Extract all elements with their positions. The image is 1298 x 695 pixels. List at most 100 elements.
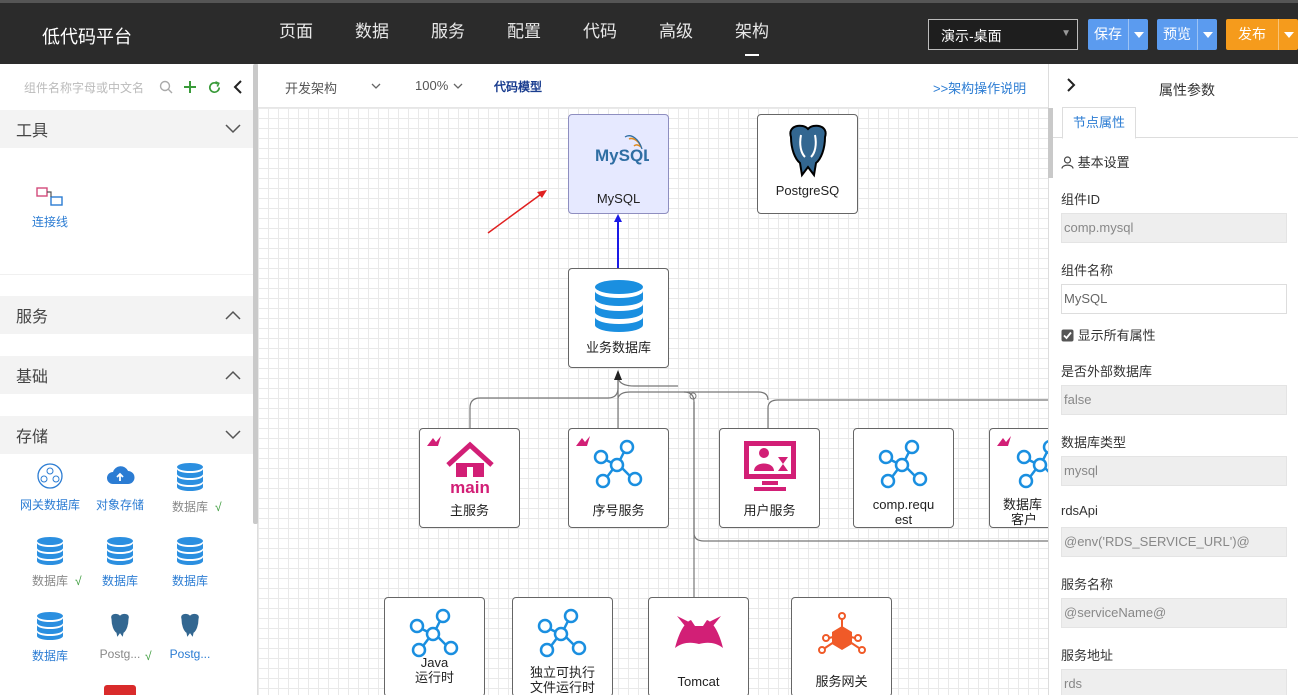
- preview-dropdown-button[interactable]: [1197, 19, 1217, 50]
- checkbox-checked-icon[interactable]: [1061, 329, 1074, 342]
- database-icon: [177, 463, 203, 491]
- publish-button[interactable]: 发布: [1238, 26, 1266, 42]
- tool-item-connector[interactable]: 连接线: [30, 186, 70, 230]
- section-services[interactable]: 服务: [0, 296, 257, 334]
- node-mysql[interactable]: MySQL MySQL: [568, 114, 669, 214]
- check-icon: √: [75, 574, 82, 588]
- show-all-label: 显示所有属性: [1077, 328, 1156, 343]
- palette-search-row: 组件名称字母或中文名: [0, 64, 257, 110]
- node-exe-runtime[interactable]: 独立可执行 文件运行时: [512, 597, 613, 695]
- field-label: 服务名称: [1061, 577, 1114, 592]
- storage-item-database[interactable]: 数据库: [15, 611, 85, 664]
- node-label-line1: Java: [420, 655, 449, 670]
- save-button[interactable]: 保存: [1094, 26, 1122, 42]
- service-name-field[interactable]: @serviceName@: [1061, 598, 1287, 628]
- storage-item-database[interactable]: 数据库: [15, 536, 85, 589]
- node-label-line2: est: [894, 512, 913, 527]
- node-db-client[interactable]: 数据库 客户: [989, 428, 1048, 528]
- section-tools[interactable]: 工具: [0, 110, 257, 148]
- nav-advanced[interactable]: 高级: [659, 22, 693, 41]
- connector-icon: [36, 187, 63, 206]
- node-label-line1: comp.requ: [872, 497, 935, 512]
- storage-item-object-storage[interactable]: 对象存储: [85, 462, 155, 513]
- nav-code[interactable]: 代码: [583, 22, 617, 41]
- gateway-hub-icon: [792, 610, 891, 660]
- cloud-upload-icon: [107, 466, 135, 484]
- node-seq-service[interactable]: 序号服务: [568, 428, 669, 528]
- properties-tabs: 节点属性: [1049, 106, 1298, 139]
- arch-help-link[interactable]: >>架构操作说明: [933, 81, 1027, 96]
- architecture-canvas[interactable]: MySQL MySQL PostgreSQ 业务数据库 main 主服务: [258, 108, 1048, 695]
- caret-down-icon: [1202, 31, 1213, 38]
- node-label-line2: 客户: [1011, 512, 1038, 527]
- storage-item-label: Postg...: [99, 647, 141, 661]
- node-postgres[interactable]: PostgreSQ: [757, 114, 858, 214]
- storage-item-gateway-db[interactable]: 网关数据库: [15, 462, 85, 513]
- node-business-db[interactable]: 业务数据库: [568, 268, 669, 368]
- field-label: 数据库类型: [1061, 435, 1127, 450]
- collapse-right-icon[interactable]: [1067, 78, 1076, 92]
- publish-dropdown-button[interactable]: [1278, 19, 1298, 50]
- save-button-group: 保存: [1088, 19, 1148, 50]
- preview-button[interactable]: 预览: [1163, 26, 1191, 42]
- caret-down-icon: [1283, 31, 1294, 38]
- field-label: rdsApi: [1061, 503, 1098, 518]
- zoom-select[interactable]: 100%: [415, 78, 448, 93]
- nav-service[interactable]: 服务: [431, 22, 465, 41]
- node-service-gateway[interactable]: 服务网关: [791, 597, 892, 695]
- node-comp-request[interactable]: comp.requ est: [853, 428, 954, 528]
- node-user-service[interactable]: 用户服务: [719, 428, 820, 528]
- add-icon[interactable]: [178, 75, 202, 99]
- refresh-icon[interactable]: [202, 75, 226, 99]
- properties-scrollbar[interactable]: [1048, 108, 1053, 178]
- component-name-field[interactable]: MySQL: [1061, 284, 1287, 314]
- db-type-field[interactable]: mysql: [1061, 456, 1287, 486]
- chevron-down-icon: [453, 83, 463, 89]
- component-palette: 组件名称字母或中文名 工具 连接线 服务 基础 存储: [0, 64, 258, 695]
- chevron-up-icon: [225, 310, 241, 320]
- section-basic[interactable]: 基础: [0, 356, 257, 394]
- tab-node-properties[interactable]: 节点属性: [1062, 107, 1137, 139]
- postgres-icon: [180, 612, 200, 640]
- storage-item-label: 网关数据库: [19, 498, 80, 512]
- search-input[interactable]: 组件名称字母或中文名: [24, 80, 145, 95]
- storage-item-label: 数据库: [31, 649, 68, 663]
- storage-item-label: Postg...: [169, 647, 211, 661]
- node-java-runtime[interactable]: Java 运行时: [384, 597, 485, 695]
- section-storage[interactable]: 存储: [0, 416, 257, 454]
- network-nodes-icon: [513, 608, 612, 660]
- storage-item-database[interactable]: 数据库: [155, 536, 225, 589]
- environment-select[interactable]: 演示-桌面 ▼: [928, 19, 1078, 50]
- component-id-field[interactable]: comp.mysql: [1061, 213, 1287, 243]
- save-dropdown-button[interactable]: [1128, 19, 1148, 50]
- service-address-field[interactable]: rds: [1061, 669, 1287, 695]
- node-label: MySQL: [596, 191, 641, 206]
- search-icon[interactable]: [154, 75, 178, 99]
- node-tomcat[interactable]: Tomcat: [648, 597, 749, 695]
- code-model-link[interactable]: 代码模型: [494, 80, 543, 94]
- chevron-down-icon: ▼: [1061, 28, 1071, 39]
- nav-page[interactable]: 页面: [279, 22, 313, 41]
- nav-architecture[interactable]: 架构: [714, 3, 790, 67]
- section-tools-title: 工具: [16, 123, 49, 140]
- storage-item-database[interactable]: 数据库: [155, 462, 225, 515]
- network-nodes-icon: [854, 439, 953, 491]
- palette-scrollbar[interactable]: [253, 64, 258, 524]
- storage-item-database[interactable]: 数据库: [85, 536, 155, 589]
- node-label-line2: 运行时: [414, 670, 454, 685]
- arch-mode-select[interactable]: 开发架构: [285, 78, 337, 97]
- nav-data[interactable]: 数据: [355, 22, 389, 41]
- node-main-service[interactable]: main 主服务: [419, 428, 520, 528]
- node-label-line2: 文件运行时: [529, 680, 595, 695]
- external-db-field[interactable]: false: [1061, 385, 1287, 415]
- collapse-left-icon[interactable]: [226, 75, 250, 99]
- tool-item-label: 连接线: [31, 215, 68, 229]
- preview-button-group: 预览: [1157, 19, 1217, 50]
- nav-config[interactable]: 配置: [507, 22, 541, 41]
- show-all-properties[interactable]: 显示所有属性: [1061, 325, 1156, 344]
- network-nodes-icon: [385, 608, 484, 660]
- node-label: 服务网关: [815, 674, 868, 689]
- rds-api-field[interactable]: @env('RDS_SERVICE_URL')@: [1061, 527, 1287, 557]
- storage-item-postgres[interactable]: Postg...: [85, 611, 155, 661]
- storage-item-postgres[interactable]: Postg...: [155, 611, 225, 661]
